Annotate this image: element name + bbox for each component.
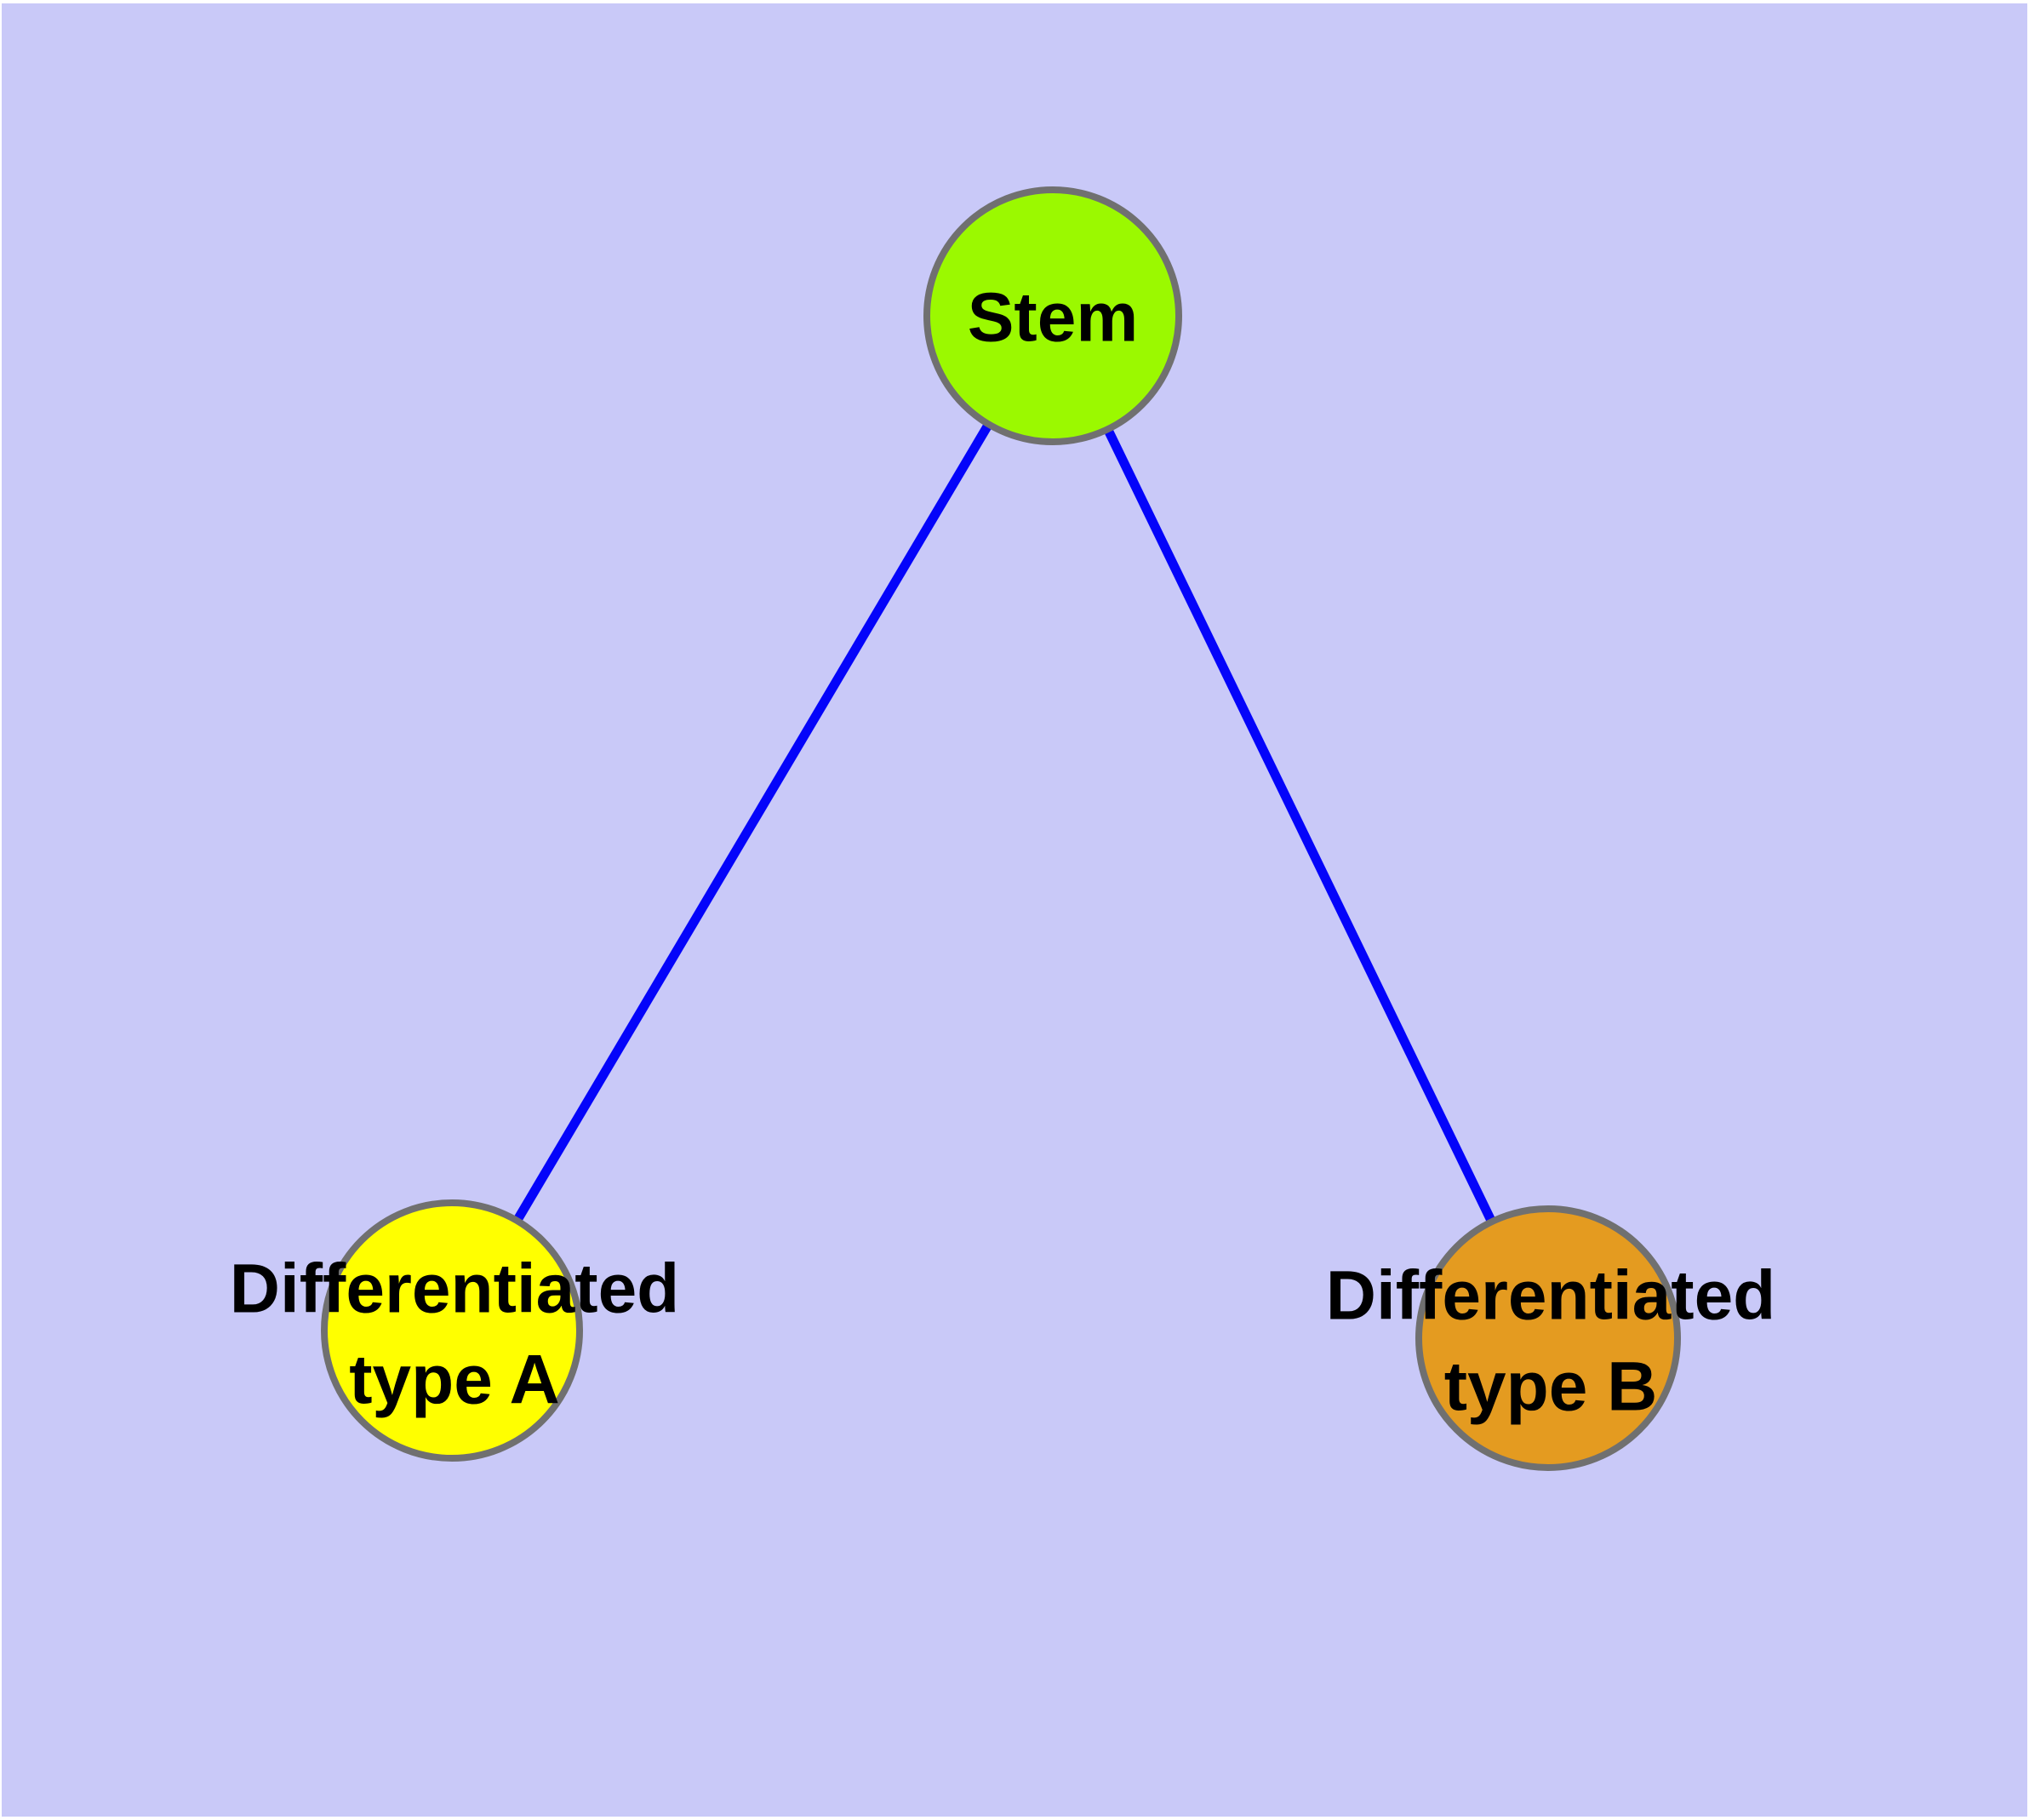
node-type-b-label-line1: Differentiated [1325, 1256, 1776, 1335]
node-type-a-label-line2: type A [349, 1341, 560, 1418]
node-stem-circle [923, 186, 1182, 445]
edge-stem-to-type-b [1049, 313, 1552, 1341]
node-type-b-circle [1415, 1205, 1681, 1471]
node-type-a-label: Differentiated type A [230, 1244, 680, 1425]
node-type-a-label-line1: Differentiated [229, 1250, 680, 1328]
node-stem-label: Stem [968, 273, 1139, 364]
node-type-a-circle [321, 1199, 583, 1462]
node-stem-label-text: Stem [967, 278, 1139, 357]
edge-stem-to-type-a [448, 313, 1057, 1333]
node-type-b-label-line2: type B [1443, 1348, 1658, 1425]
node-type-b-label: Differentiated type B [1326, 1251, 1776, 1432]
